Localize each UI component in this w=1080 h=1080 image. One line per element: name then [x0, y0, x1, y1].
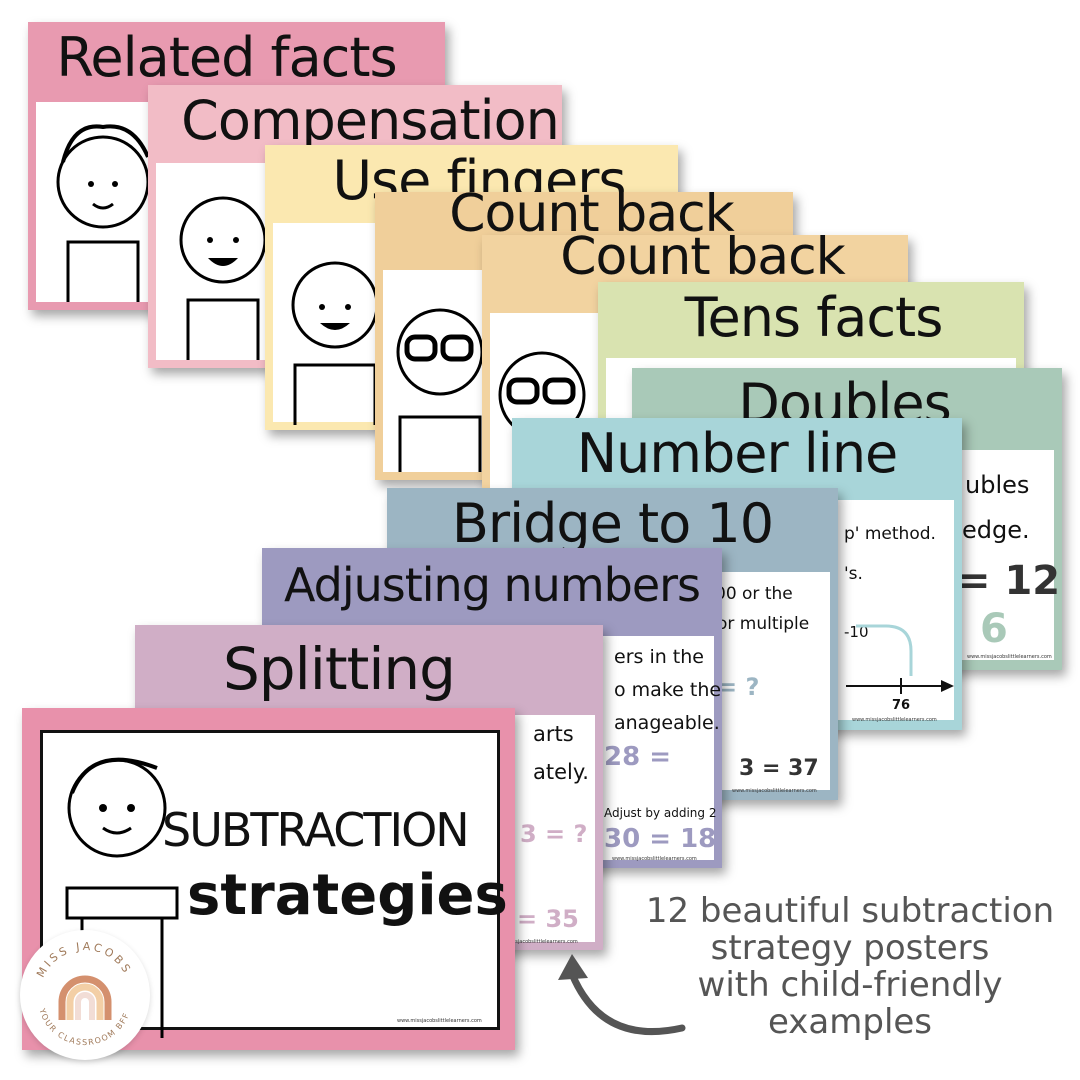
poster-title: Tens facts	[684, 286, 944, 349]
website-url: www.missjacobslittlelearners.com	[732, 788, 817, 794]
poster-cover: SUBTRACTION strategies www.missjacobslit…	[22, 708, 515, 1050]
poster-title: Related facts	[56, 26, 397, 89]
website-url: www.missjacobslittlelearners.com	[852, 717, 937, 723]
svg-text:YOUR CLASSROOM BFF: YOUR CLASSROOM BFF	[37, 1007, 131, 1047]
cover-title-line1: SUBTRACTION	[162, 803, 470, 857]
poster-title: Count back	[449, 192, 735, 244]
text-fragment: 00 or the	[715, 584, 793, 604]
child-illustration	[396, 308, 484, 472]
text-fragment: arts	[533, 722, 574, 746]
caption-line: with child-friendly	[697, 965, 1003, 1005]
equation-fragment: 6	[980, 606, 1008, 652]
equation-fragment: = 12	[957, 558, 1061, 604]
equation-fragment: = ?	[717, 673, 760, 701]
text-fragment: 's.	[844, 564, 863, 584]
curved-arrow-icon	[558, 954, 686, 1036]
website-url: www.missjacobslittlelearners.com	[612, 856, 697, 862]
svg-text:MISS JACOBS: MISS JACOBS	[34, 940, 134, 980]
text-fragment: ately.	[533, 760, 589, 784]
website-url: www.missjacobslittlelearners.com	[493, 939, 578, 945]
caption-line: strategy posters	[710, 928, 990, 968]
poster-title: Number line	[576, 422, 899, 485]
website-url: www.missjacobslittlelearners.com	[397, 1018, 482, 1024]
rainbow-logo-icon: MISS JACOBS YOUR CLASSROOM BFF	[34, 940, 134, 1047]
number-line-diagram	[846, 624, 954, 694]
child-holding-sign-illustration	[65, 757, 179, 1038]
child-illustration	[56, 124, 150, 302]
child-illustration	[179, 196, 267, 360]
cover-title-line2: strategies	[187, 863, 508, 928]
text-fragment: o make the	[614, 679, 722, 701]
equation-fragment: = 35	[517, 905, 579, 933]
brand-logo: MISS JACOBS YOUR CLASSROOM BFF	[20, 930, 150, 1060]
equation-fragment: 30 = 18	[604, 824, 717, 854]
poster-title: Count back	[560, 235, 846, 287]
website-url: www.missjacobslittlelearners.com	[967, 654, 1052, 660]
logo-top-text: MISS JACOBS	[34, 940, 131, 980]
child-illustration	[291, 261, 379, 425]
poster-title: Adjusting numbers	[283, 558, 701, 612]
equation-fragment: 28 =	[604, 742, 672, 772]
text-fragment: ubles	[965, 471, 1030, 499]
poster-title: Compensation	[181, 89, 560, 152]
text-fragment: anageable.	[614, 712, 720, 734]
text-fragment: or multiple	[717, 614, 810, 634]
equation-fragment: 3 = ?	[520, 820, 588, 848]
text-fragment: ers in the	[614, 646, 704, 668]
marketing-caption: 12 beautiful subtraction strategy poster…	[610, 893, 1080, 1041]
logo-bottom-text: YOUR CLASSROOM BFF	[37, 1007, 130, 1047]
text-fragment: 76	[892, 698, 911, 713]
poster-title: Splitting	[222, 635, 456, 703]
text-fragment: Adjust by adding 2	[604, 806, 717, 820]
equation-fragment: 3 = 37	[739, 756, 819, 781]
poster-title: Bridge to 10	[451, 492, 774, 555]
text-fragment: edge.	[962, 516, 1030, 544]
caption-line: 12 beautiful subtraction	[645, 891, 1055, 931]
text-fragment: p' method.	[844, 524, 936, 544]
caption-line: examples	[767, 1002, 933, 1042]
